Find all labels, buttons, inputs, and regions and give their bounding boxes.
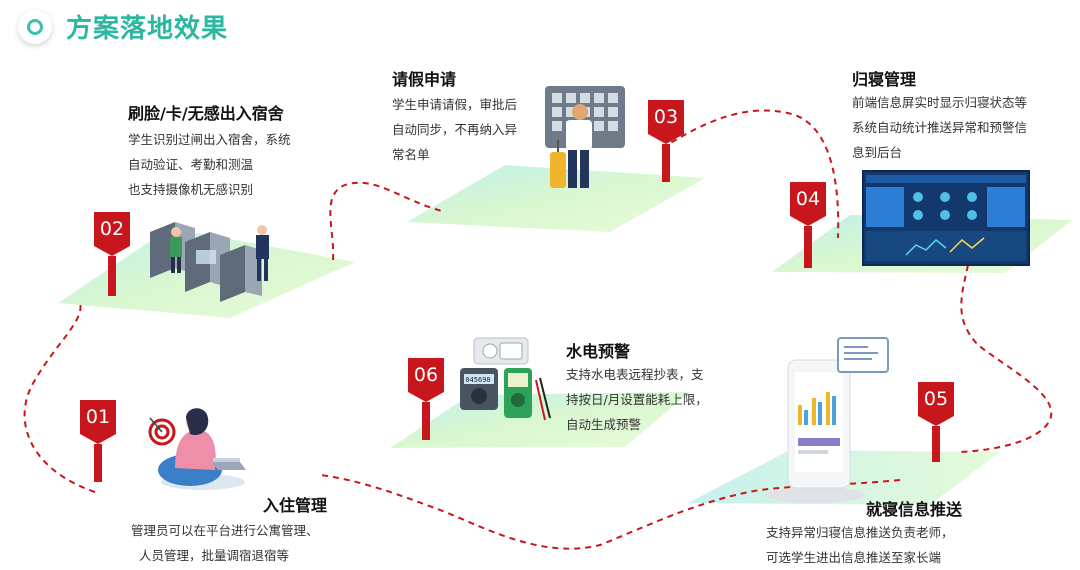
flag-number: 01	[80, 400, 116, 434]
station-05-title: 就寝信息推送	[866, 500, 963, 519]
desc-line: 自动同步，不再纳入异	[392, 122, 518, 137]
flag-number: 04	[790, 182, 826, 216]
station-01-desc: 管理员可以在平台进行公寓管理、 人员管理，批量调宿退宿等	[131, 518, 319, 568]
dashboard-screen-icon	[862, 170, 1030, 266]
flag-06: 06	[408, 358, 444, 440]
desc-line: 学生识别过闸出入宿舍，系统	[128, 132, 291, 147]
desc-line: 前端信息屏实时显示归寝状态等	[852, 95, 1028, 110]
desc-line: 支持水电表远程抄表，支	[566, 367, 704, 382]
route-path	[23, 109, 1053, 550]
flag-number: 05	[918, 382, 954, 416]
desc-line: 自动生成预警	[566, 417, 642, 432]
station-06-title: 水电预警	[566, 342, 631, 361]
desc-line: 系统自动统计推送异常和预警信	[852, 120, 1028, 135]
flag-number: 02	[94, 212, 130, 246]
station-06-desc: 支持水电表远程抄表，支 持按日/月设置能耗上限， 自动生成预警	[566, 362, 708, 437]
student-luggage-icon	[545, 86, 625, 188]
desc-line: 自动验证、考勤和测温	[128, 157, 254, 172]
station-05-desc: 支持异常归寝信息推送负责老师， 可选学生进出信息推送至家长端	[766, 520, 954, 570]
desc-line: 管理员可以在平台进行公寓管理、	[131, 523, 319, 538]
desc-line: 支持异常归寝信息推送负责老师，	[766, 525, 954, 540]
station-04-title: 归寝管理	[852, 70, 917, 89]
flag-04: 04	[790, 182, 826, 268]
desc-line: 学生申请请假，审批后	[392, 97, 518, 112]
flag-number: 03	[648, 100, 684, 134]
flag-01: 01	[80, 400, 116, 482]
station-03-title: 请假申请	[392, 70, 457, 89]
station-02-desc: 学生识别过闸出入宿舍，系统 自动验证、考勤和测温 也支持摄像机无感识别	[128, 127, 291, 202]
station-04-desc: 前端信息屏实时显示归寝状态等 系统自动统计推送异常和预警信 息到后台	[852, 90, 1027, 165]
desc-line: 常名单	[392, 147, 430, 162]
flag-02: 02	[94, 212, 130, 296]
desc-line: 也支持摄像机无感识别	[128, 182, 254, 197]
flag-number: 06	[408, 358, 444, 392]
meter-icon	[460, 337, 551, 421]
desc-line: 人员管理，批量调宿退宿等	[139, 548, 290, 563]
desc-line: 息到后台	[852, 145, 903, 160]
desc-line: 持按日/月设置能耗上限，	[566, 392, 708, 407]
platform-03	[407, 165, 705, 232]
desc-line: 可选学生进出信息推送至家长端	[766, 550, 942, 565]
station-03-desc: 学生申请请假，审批后 自动同步，不再纳入异 常名单	[392, 92, 517, 167]
station-02-title: 刷脸/卡/无感出入宿舍	[128, 104, 284, 123]
turnstile-gate-icon	[150, 222, 269, 302]
station-01-title: 入住管理	[263, 496, 328, 515]
meter-readout: 045690	[465, 376, 491, 384]
phone-report-icon	[765, 337, 889, 503]
page-title: 方案落地效果	[66, 14, 229, 44]
flag-05: 05	[918, 382, 954, 462]
person-laptop-icon	[148, 408, 246, 490]
flag-03: 03	[648, 100, 684, 182]
title-ring-icon	[18, 10, 52, 44]
